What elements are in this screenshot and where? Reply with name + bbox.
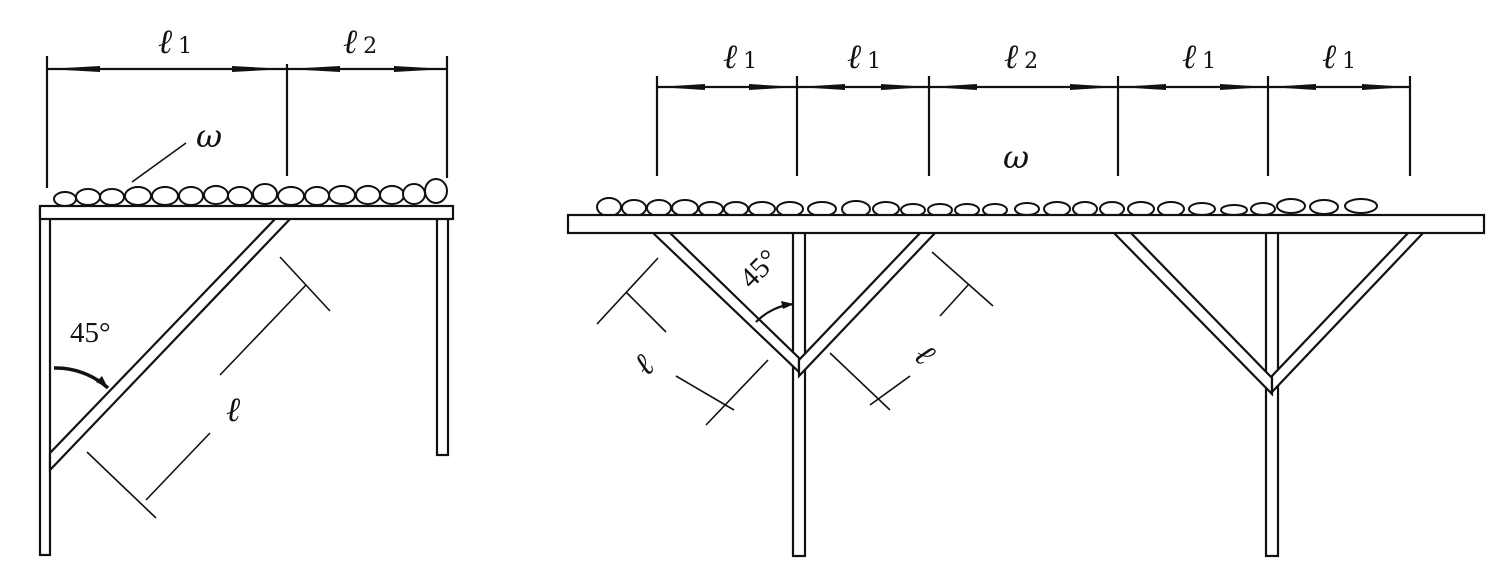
right-brace-dimension-left: ℓ [596,257,769,426]
right-angle-label: 45° [733,243,784,294]
brace-1-left [649,230,801,375]
brace-2-right [1270,230,1427,395]
left-load-leader [131,142,187,183]
right-load-label: ω [1003,138,1029,176]
right-load-stones [596,197,1378,218]
right-frame [566,213,1486,558]
top-beam [38,204,455,221]
right-post [435,205,450,457]
left-angle: 45° [53,317,111,390]
right-brace-left-label: ℓ [625,346,662,383]
right-top-beam [566,213,1486,235]
right-brace-right-label: ℓ [907,336,944,373]
left-post [38,205,52,557]
right-dimension-line [655,76,1412,176]
left-frame [38,204,455,557]
left-brace-dimension: ℓ [86,256,331,519]
left-dimension-line [45,56,449,188]
left-brace-label: ℓ [226,390,240,430]
left-load-label: ω [196,117,222,155]
right-post-1 [791,220,807,558]
left-load-stones [53,178,448,207]
right-brace-dimension-right: ℓ [829,251,994,411]
left-angle-label: 45° [70,317,111,349]
brace-2-left [1110,230,1274,397]
